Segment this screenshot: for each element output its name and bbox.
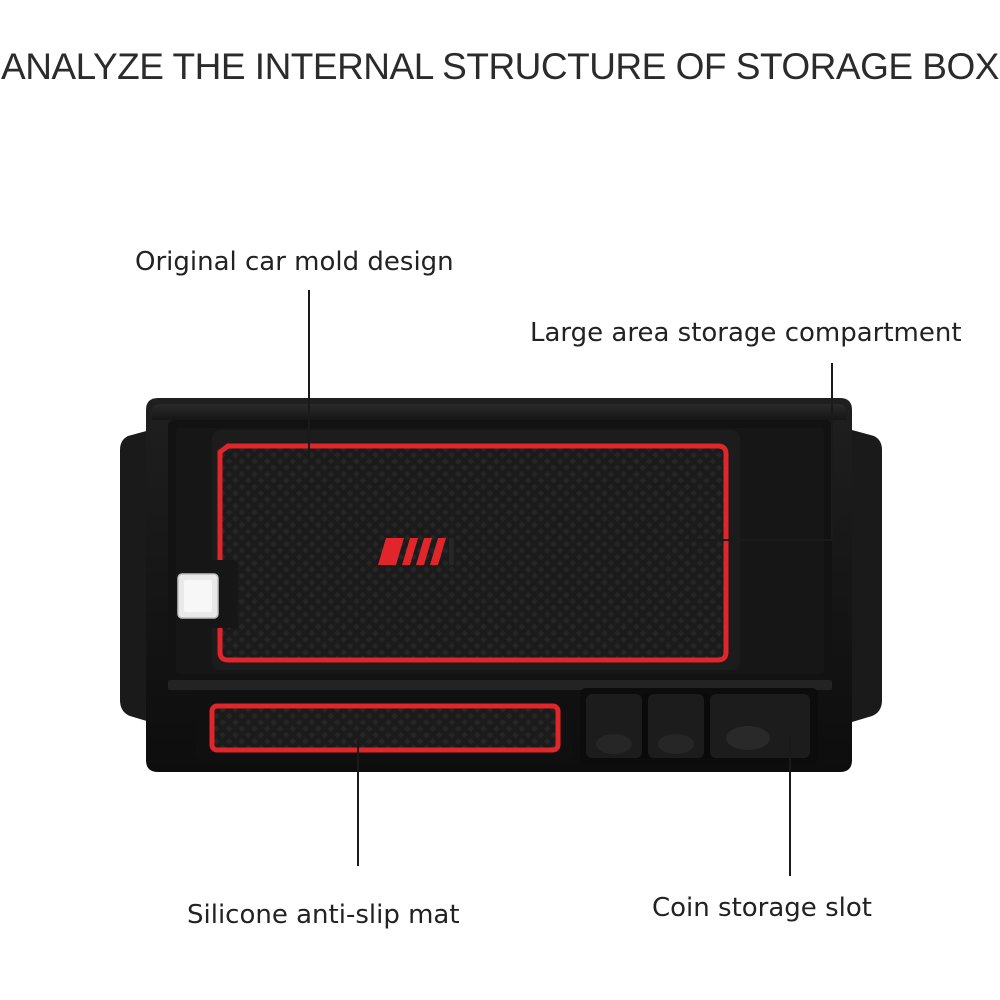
- label-original-car-mold-design: Original car mold design: [135, 247, 454, 277]
- page-title: ANALYZE THE INTERNAL STRUCTURE OF STORAG…: [1, 46, 999, 87]
- coin-storage-slots: [580, 688, 818, 764]
- left-side-clip: [120, 430, 150, 722]
- label-coin-storage-slot: Coin storage slot: [652, 893, 872, 923]
- red-stripe-logo: [378, 538, 446, 565]
- divider-ridge: [168, 680, 832, 690]
- leader-lines: [308, 290, 833, 876]
- label-large-area-storage-compartment: Large area storage compartment: [530, 318, 962, 348]
- leader-large: [676, 363, 833, 541]
- main-mat-red-border: [217, 443, 729, 663]
- right-side-clip: [852, 430, 882, 722]
- label-silicone-anti-slip-mat: Silicone anti-slip mat: [187, 900, 460, 930]
- bottom-silicone-mat: [209, 703, 561, 753]
- box-rim: [152, 404, 846, 420]
